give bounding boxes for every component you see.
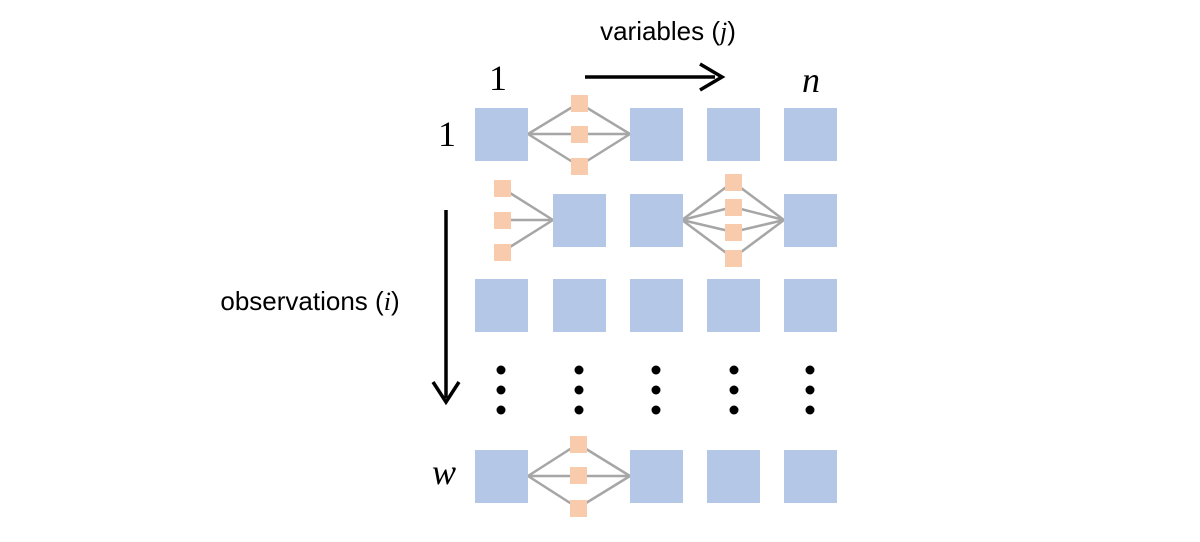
ellipsis-dot [496, 405, 506, 415]
row-index-last: w [432, 452, 456, 492]
ellipsis-dot [651, 365, 661, 375]
cell-rw-c1 [475, 450, 528, 503]
ellipsis-dot [496, 385, 506, 395]
ellipsis-dot [574, 385, 584, 395]
cell-r2-c3 [784, 194, 837, 247]
cell-r1-c3 [707, 108, 760, 161]
cell-r3-c4 [707, 279, 760, 332]
row-index-first: 1 [438, 114, 456, 154]
node [494, 180, 511, 197]
node [570, 436, 587, 453]
column-index-first: 1 [489, 58, 507, 98]
cell-rw-c3 [707, 450, 760, 503]
node [571, 95, 588, 112]
ellipsis-dot [574, 405, 584, 415]
cell-rw-c4 [784, 450, 837, 503]
node [571, 126, 588, 143]
node [725, 224, 742, 241]
ellipsis-dot [729, 385, 739, 395]
cell-rw-c2 [630, 450, 683, 503]
node [494, 212, 511, 229]
cell-r1-c4 [784, 108, 837, 161]
node [570, 467, 587, 484]
ellipsis-dot [729, 365, 739, 375]
node [725, 199, 742, 216]
data-cells [475, 108, 837, 503]
ellipsis-dot [651, 385, 661, 395]
cell-r3-c5 [784, 279, 837, 332]
cell-r3-c3 [630, 279, 683, 332]
vertical-ellipsis [496, 365, 815, 415]
node [725, 250, 742, 267]
node [571, 158, 588, 175]
observations-arrow [431, 210, 461, 406]
node [570, 500, 587, 517]
variables-arrow [585, 62, 726, 92]
ellipsis-dot [496, 365, 506, 375]
intermediate-nodes [494, 95, 742, 517]
cell-r3-c1 [475, 279, 528, 332]
ellipsis-dot [574, 365, 584, 375]
ellipsis-dot [805, 405, 815, 415]
ellipsis-dot [651, 405, 661, 415]
observations-axis-label: observations (i) [220, 286, 399, 316]
ellipsis-dot [805, 385, 815, 395]
node [494, 244, 511, 261]
cell-r2-c1 [553, 194, 606, 247]
ellipsis-dot [729, 405, 739, 415]
cell-r1-c2 [630, 108, 683, 161]
node [725, 174, 742, 191]
cell-r2-c2 [630, 194, 683, 247]
cell-r3-c2 [553, 279, 606, 332]
ellipsis-dot [805, 365, 815, 375]
cell-r1-c1 [475, 108, 528, 161]
column-index-last: n [802, 60, 820, 100]
variables-axis-label: variables (j) [600, 16, 736, 46]
